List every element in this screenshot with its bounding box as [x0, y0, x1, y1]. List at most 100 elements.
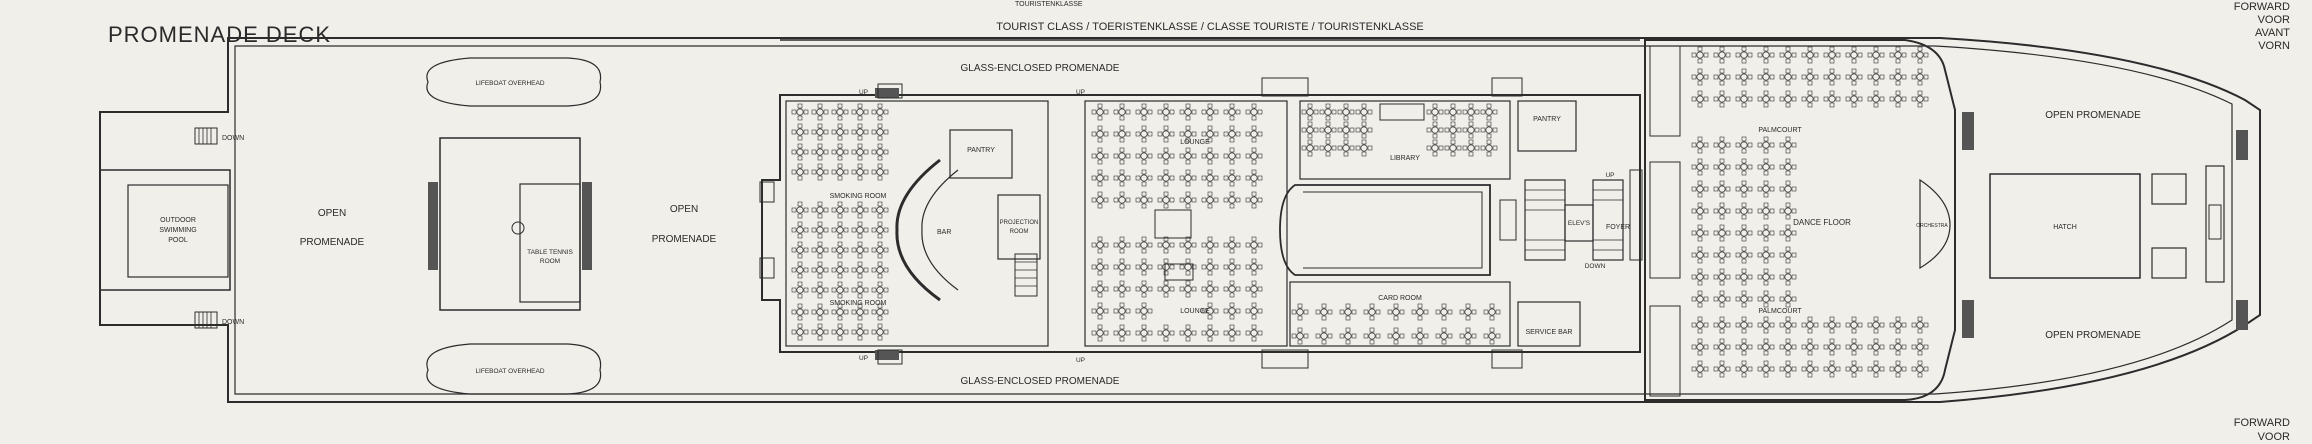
table: [1184, 285, 1192, 293]
table: [1250, 263, 1258, 271]
chair: [1747, 186, 1753, 192]
table: [1250, 241, 1258, 249]
chair: [1917, 328, 1923, 334]
table: [856, 226, 864, 234]
table: [816, 286, 824, 294]
chair: [1201, 286, 1207, 292]
chair: [1697, 246, 1703, 252]
chair: [1223, 286, 1229, 292]
chair: [1229, 258, 1235, 264]
chair: [1119, 169, 1125, 175]
chair: [1763, 328, 1769, 334]
chair: [1697, 170, 1703, 176]
chair: [837, 241, 843, 247]
chair: [1691, 164, 1697, 170]
chair: [1207, 191, 1213, 197]
chair: [1091, 197, 1097, 203]
chair: [1163, 125, 1169, 131]
chair: [1923, 344, 1929, 350]
chair: [1456, 109, 1462, 115]
chair: [1303, 309, 1309, 315]
chair: [857, 123, 863, 129]
table: [1162, 108, 1170, 116]
chair: [863, 227, 869, 233]
chair: [1813, 52, 1819, 58]
chair: [1725, 366, 1731, 372]
chair: [811, 329, 817, 335]
chair: [811, 207, 817, 213]
table: [1740, 207, 1748, 215]
chair: [797, 233, 803, 239]
table: [1184, 241, 1192, 249]
table: [1140, 263, 1148, 271]
chair: [1779, 322, 1785, 328]
chair: [1169, 286, 1175, 292]
chair: [1917, 80, 1923, 86]
chair: [1697, 214, 1703, 220]
table: [1718, 163, 1726, 171]
chair: [877, 233, 883, 239]
chair: [1163, 103, 1169, 109]
chair: [1757, 322, 1763, 328]
chair: [1719, 350, 1725, 356]
chair: [1251, 203, 1257, 209]
chair: [1486, 151, 1492, 157]
table: [1718, 343, 1726, 351]
chair: [1779, 344, 1785, 350]
chair: [1468, 151, 1474, 157]
chair: [1315, 309, 1321, 315]
chair: [1835, 322, 1841, 328]
chair: [797, 221, 803, 227]
table: [876, 108, 884, 116]
chair: [1113, 264, 1119, 270]
table: [1872, 321, 1880, 329]
chair: [1791, 52, 1797, 58]
chair: [1191, 175, 1197, 181]
chair: [837, 201, 843, 207]
chair: [851, 109, 857, 115]
chair: [1185, 324, 1191, 330]
chair: [1763, 158, 1769, 164]
chair: [791, 149, 797, 155]
table: [796, 226, 804, 234]
chair: [1307, 139, 1313, 145]
chair: [1465, 303, 1471, 309]
chair: [1697, 58, 1703, 64]
chair: [871, 267, 877, 273]
chair: [1319, 127, 1325, 133]
chair: [857, 281, 863, 287]
table: [1140, 152, 1148, 160]
table: [1250, 174, 1258, 182]
table: [1228, 241, 1236, 249]
stair-smoking-bottom: [877, 349, 903, 365]
chair: [1807, 350, 1813, 356]
chair: [1113, 197, 1119, 203]
chair: [883, 207, 889, 213]
bow-rail-top: [2236, 130, 2248, 160]
chair: [1245, 264, 1251, 270]
chair: [1465, 339, 1471, 345]
table: [1118, 196, 1126, 204]
chair: [1432, 151, 1438, 157]
chair: [1163, 236, 1169, 242]
chair: [871, 129, 877, 135]
table: [1696, 273, 1704, 281]
chair: [1297, 339, 1303, 345]
chair: [1801, 74, 1807, 80]
chair: [831, 149, 837, 155]
pool-basin: [127, 184, 229, 278]
table: [1324, 108, 1332, 116]
card-room: [1289, 281, 1511, 347]
chair: [851, 287, 857, 293]
chair: [1245, 242, 1251, 248]
chair: [1251, 324, 1257, 330]
chair: [1807, 102, 1813, 108]
chair: [1757, 142, 1763, 148]
chair: [1763, 214, 1769, 220]
chair: [1851, 90, 1857, 96]
chair: [1441, 339, 1447, 345]
chair: [1719, 148, 1725, 154]
chair: [817, 281, 823, 287]
chair: [1179, 175, 1185, 181]
chair: [1867, 366, 1873, 372]
